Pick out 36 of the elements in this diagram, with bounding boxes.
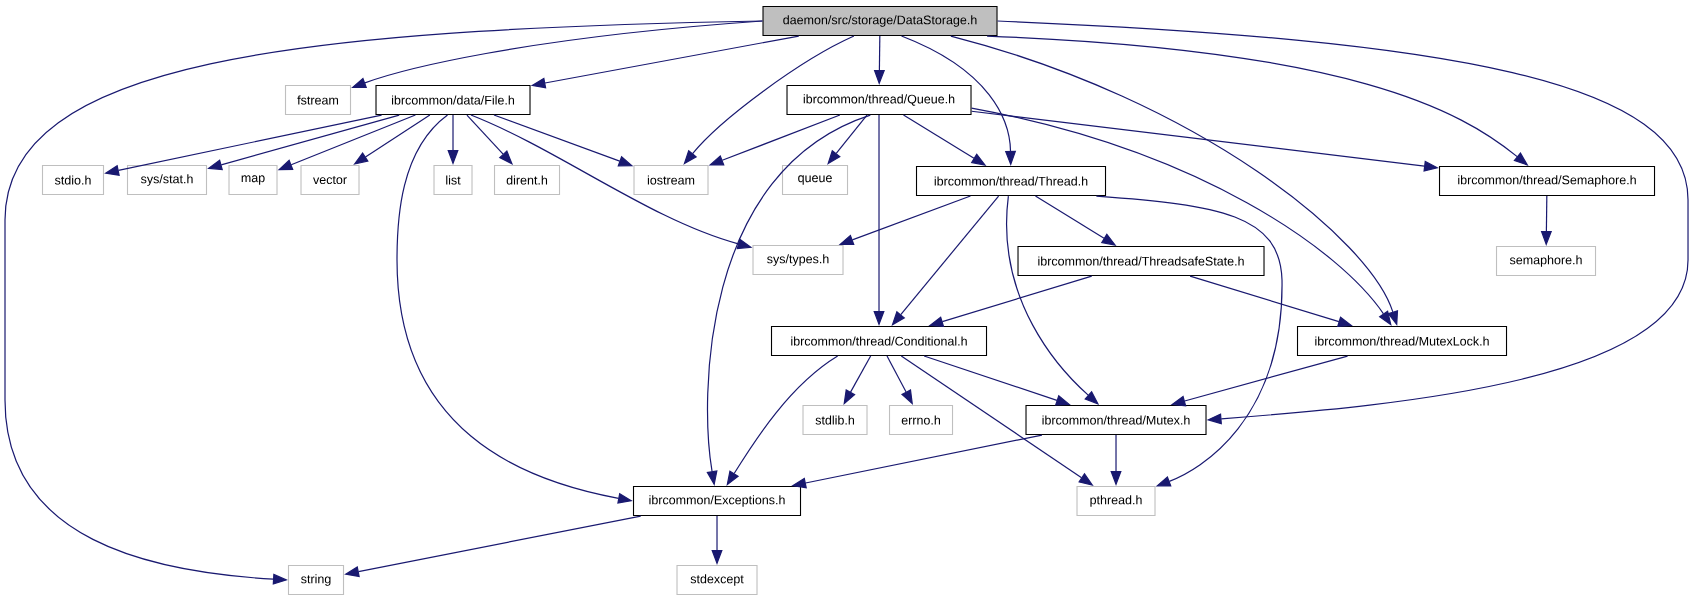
system-file-box: stdexcept bbox=[676, 564, 758, 596]
arrow bbox=[4, 20, 764, 585]
file-box: ibrcommon/thread/Semaphore.h bbox=[1438, 165, 1656, 197]
system-file-box: queue bbox=[781, 164, 849, 196]
system-file-box: errno.h bbox=[888, 404, 954, 436]
system-file-box: iostream bbox=[633, 164, 709, 196]
system-file-box: sys/stat.h bbox=[126, 164, 208, 196]
arrow bbox=[726, 355, 839, 486]
system-file-box: dirent.h bbox=[493, 164, 561, 196]
system-file-box: map bbox=[228, 164, 278, 196]
arrow bbox=[843, 355, 872, 405]
system-file-box: stdio.h bbox=[41, 164, 105, 196]
file-box: ibrcommon/thread/Thread.h bbox=[915, 165, 1107, 197]
arrow bbox=[970, 107, 1392, 326]
file-box: ibrcommon/thread/Mutex.h bbox=[1025, 404, 1207, 436]
file-box: ibrcommon/thread/Conditional.h bbox=[770, 325, 988, 357]
arrow bbox=[683, 35, 855, 165]
arrow bbox=[1095, 195, 1283, 487]
arrow bbox=[891, 195, 1000, 326]
system-file-box: stdlib.h bbox=[802, 404, 868, 436]
highlighted-file-box: daemon/src/storage/DataStorage.h bbox=[762, 5, 998, 37]
system-file-box: list bbox=[433, 164, 473, 196]
file-box: ibrcommon/Exceptions.h bbox=[632, 485, 802, 517]
arrow bbox=[996, 20, 1689, 425]
file-box: ibrcommon/thread/MutexLock.h bbox=[1296, 325, 1508, 357]
system-file-box: sys/types.h bbox=[752, 244, 844, 276]
system-file-box: fstream bbox=[284, 84, 352, 116]
file-box: ibrcommon/data/File.h bbox=[375, 84, 531, 116]
arrow bbox=[886, 355, 913, 405]
file-box: ibrcommon/thread/ThreadsafeState.h bbox=[1017, 245, 1265, 277]
system-file-box: string bbox=[287, 564, 345, 596]
system-file-box: pthread.h bbox=[1076, 485, 1156, 517]
system-file-box: semaphore.h bbox=[1495, 245, 1597, 277]
arrow bbox=[827, 114, 868, 165]
system-file-box: vector bbox=[300, 164, 360, 196]
file-box: ibrcommon/thread/Queue.h bbox=[786, 84, 972, 116]
